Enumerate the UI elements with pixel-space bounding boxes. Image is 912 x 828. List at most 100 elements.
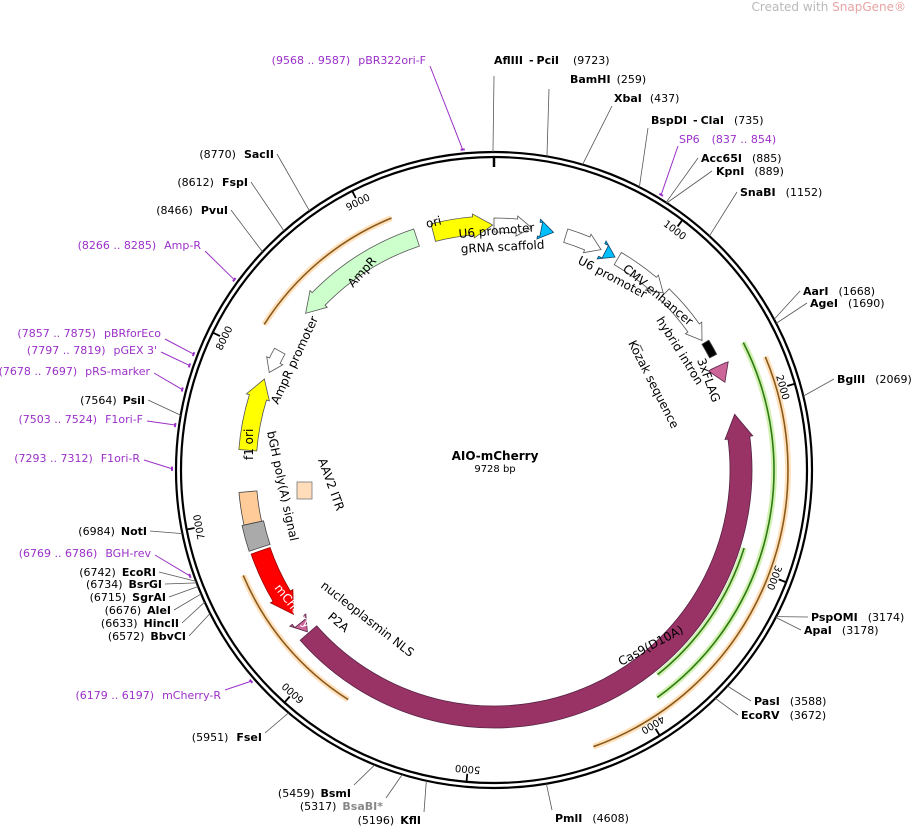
site-leader-12 xyxy=(727,685,752,702)
site-hincII[interactable]: (6633)HincII xyxy=(101,617,179,630)
site-apaI[interactable]: ApaI(3178) xyxy=(804,624,878,637)
site-leader-26 xyxy=(147,399,181,416)
primer-mark-3 xyxy=(191,351,196,357)
feature-arc-intron xyxy=(658,288,703,342)
feature-arc-ampr xyxy=(305,228,420,314)
site-leader-22 xyxy=(168,586,199,598)
site-xbaI[interactable]: XbaI(437) xyxy=(614,92,679,105)
site-sacII[interactable]: (8770)SacII xyxy=(199,148,274,161)
orf-green-inner xyxy=(657,547,745,676)
feature-arc-ori xyxy=(430,213,494,242)
site-notI[interactable]: (6984)NotI xyxy=(78,525,147,538)
primer-mark-1 xyxy=(658,192,664,197)
primer-pgex3[interactable]: (7797 .. 7819)pGEX 3' xyxy=(27,344,157,357)
feature-arc-3xflag xyxy=(707,361,729,383)
site-bsaBI[interactable]: (5317)BsaBI* xyxy=(300,800,383,813)
site-leader-0 xyxy=(492,75,495,153)
primer-sp6[interactable]: SP6(837 .. 854) xyxy=(679,133,776,146)
site-leader-19 xyxy=(188,613,211,637)
primer-leader-3 xyxy=(164,338,194,355)
site-kflI[interactable]: (5196)KflI xyxy=(358,814,421,827)
primer-mark-8 xyxy=(188,573,192,579)
site-sgrAI[interactable]: (6715)SgrAI xyxy=(90,591,166,604)
feature-kozak-tick xyxy=(639,344,644,352)
primer-f1ori-r[interactable]: (7293 .. 7312)F1ori-R xyxy=(14,452,140,465)
tick-mark-6000 xyxy=(283,695,291,704)
orf-green-outer xyxy=(656,342,775,699)
feature-label-f1ori[interactable]: f1 ori xyxy=(242,429,256,460)
feature-label-bgh[interactable]: bGH poly(A) signal xyxy=(264,430,301,542)
feature-arc-bgh-a xyxy=(238,490,263,526)
feature-label-p2a[interactable]: P2A xyxy=(325,610,352,636)
tick-mark-7000 xyxy=(186,527,195,531)
feature-label-aav2-itr[interactable]: AAV2 ITR xyxy=(315,456,347,512)
site-snaBI[interactable]: SnaBI(1152) xyxy=(740,186,822,199)
feature-label-ori[interactable]: ori xyxy=(424,214,443,231)
site-leader-7 xyxy=(773,290,801,320)
site-leader-3 xyxy=(638,127,649,188)
tick-mark-3000 xyxy=(778,578,787,584)
backbone-outer xyxy=(174,150,814,790)
primer-mark-5 xyxy=(180,387,184,392)
tick-mark-5000 xyxy=(465,773,469,782)
tick-label-5000: 5000 xyxy=(455,762,481,775)
site-acc65I[interactable]: Acc65I(885) xyxy=(701,152,782,165)
site-bamHI[interactable]: BamHI(259) xyxy=(570,73,646,86)
tick-label-8000: 8000 xyxy=(214,325,235,353)
site-leader-1 xyxy=(546,88,550,157)
site-pasI[interactable]: PasI(3588) xyxy=(754,695,826,708)
feature-arc-cas9 xyxy=(299,413,754,729)
site-ageI[interactable]: AgeI(1690) xyxy=(810,297,885,310)
feature-label-u6-promoter-a[interactable]: U6 promoter xyxy=(458,220,535,241)
primer-leader-9 xyxy=(224,680,252,691)
primer-leader-4 xyxy=(160,351,190,366)
site-ecoRI[interactable]: (6742)EcoRI xyxy=(79,566,156,579)
primer-leader-6 xyxy=(146,420,176,426)
feature-arc-u6-a xyxy=(493,215,533,237)
plasmid-length: 9728 bp xyxy=(474,464,515,475)
primer-mark-4 xyxy=(187,363,192,368)
orf-arc-bottom-left xyxy=(242,575,349,701)
site-pvuI[interactable]: (8466)PvuI xyxy=(156,204,228,217)
site-bspDI-claI[interactable]: BspDI-ClaI(735) xyxy=(651,114,764,127)
feature-label-grna-scaffold[interactable]: gRNA scaffold xyxy=(460,238,544,256)
site-psiI[interactable]: (7564)PsiI xyxy=(80,394,145,407)
site-leader-17 xyxy=(353,764,376,786)
site-aarI[interactable]: AarI(1668) xyxy=(803,285,875,298)
site-leader-15 xyxy=(423,780,427,813)
site-leader-8 xyxy=(775,302,808,324)
site-leader-13 xyxy=(715,697,739,716)
tick-label-9000: 9000 xyxy=(344,192,372,213)
primer-f1ori-f[interactable]: (7503 .. 7524)F1ori-F xyxy=(19,413,144,426)
primer-leader-7 xyxy=(143,459,173,470)
site-leader-11 xyxy=(775,617,802,631)
tick-mark-8000 xyxy=(212,331,221,337)
site-pmlI[interactable]: PmlI(4608) xyxy=(555,812,629,825)
primer-amp-r[interactable]: (8266 .. 8285)Amp-R xyxy=(78,239,202,252)
site-fseI[interactable]: (5951)FseI xyxy=(192,731,262,744)
site-leader-24 xyxy=(158,571,197,582)
site-pspOMI[interactable]: PspOMI(3174) xyxy=(811,611,904,624)
site-bglII[interactable]: BglII(2069) xyxy=(837,373,912,386)
site-bbvCI[interactable]: (6572)BbvCI xyxy=(108,630,186,643)
site-bsrGI[interactable]: (6734)BsrGI xyxy=(86,578,162,591)
primer-prs-marker[interactable]: (7678 .. 7697)pRS-marker xyxy=(0,365,150,378)
primer-pbr322ori-f[interactable]: (9568 .. 9587)pBR322ori-F xyxy=(272,54,426,67)
primer-mcherry-r[interactable]: (6179 .. 6197)mCherry-R xyxy=(76,689,222,702)
site-bsmI[interactable]: (5459)BsmI xyxy=(278,787,351,800)
site-leader-25 xyxy=(149,530,183,535)
feature-arc-scaffold-b xyxy=(596,240,616,260)
site-aflIII[interactable]: AflIII-PciI(9723) xyxy=(494,54,610,67)
site-kpnI[interactable]: KpnI(889) xyxy=(716,165,784,178)
site-ecoRV[interactable]: EcoRV(3672) xyxy=(741,709,826,722)
primer-labels: (9568 .. 9587)pBR322ori-F SP6(837 .. 854… xyxy=(0,54,776,702)
feature-labels: Cas9(D10A) mCherry AmpR ori f1 ori AmpR … xyxy=(242,214,723,669)
site-fspI[interactable]: (8612)FspI xyxy=(177,176,248,189)
primer-pbrforeco[interactable]: (7857 .. 7875)pBRforEco xyxy=(17,327,161,340)
site-aleI[interactable]: (6676)AleI xyxy=(105,604,171,617)
primer-bgh-rev[interactable]: (6769 .. 6786)BGH-rev xyxy=(19,547,152,560)
orf-arc-right xyxy=(593,356,789,748)
feature-arc-layer xyxy=(238,213,791,750)
tick-mark-4000 xyxy=(654,728,661,736)
